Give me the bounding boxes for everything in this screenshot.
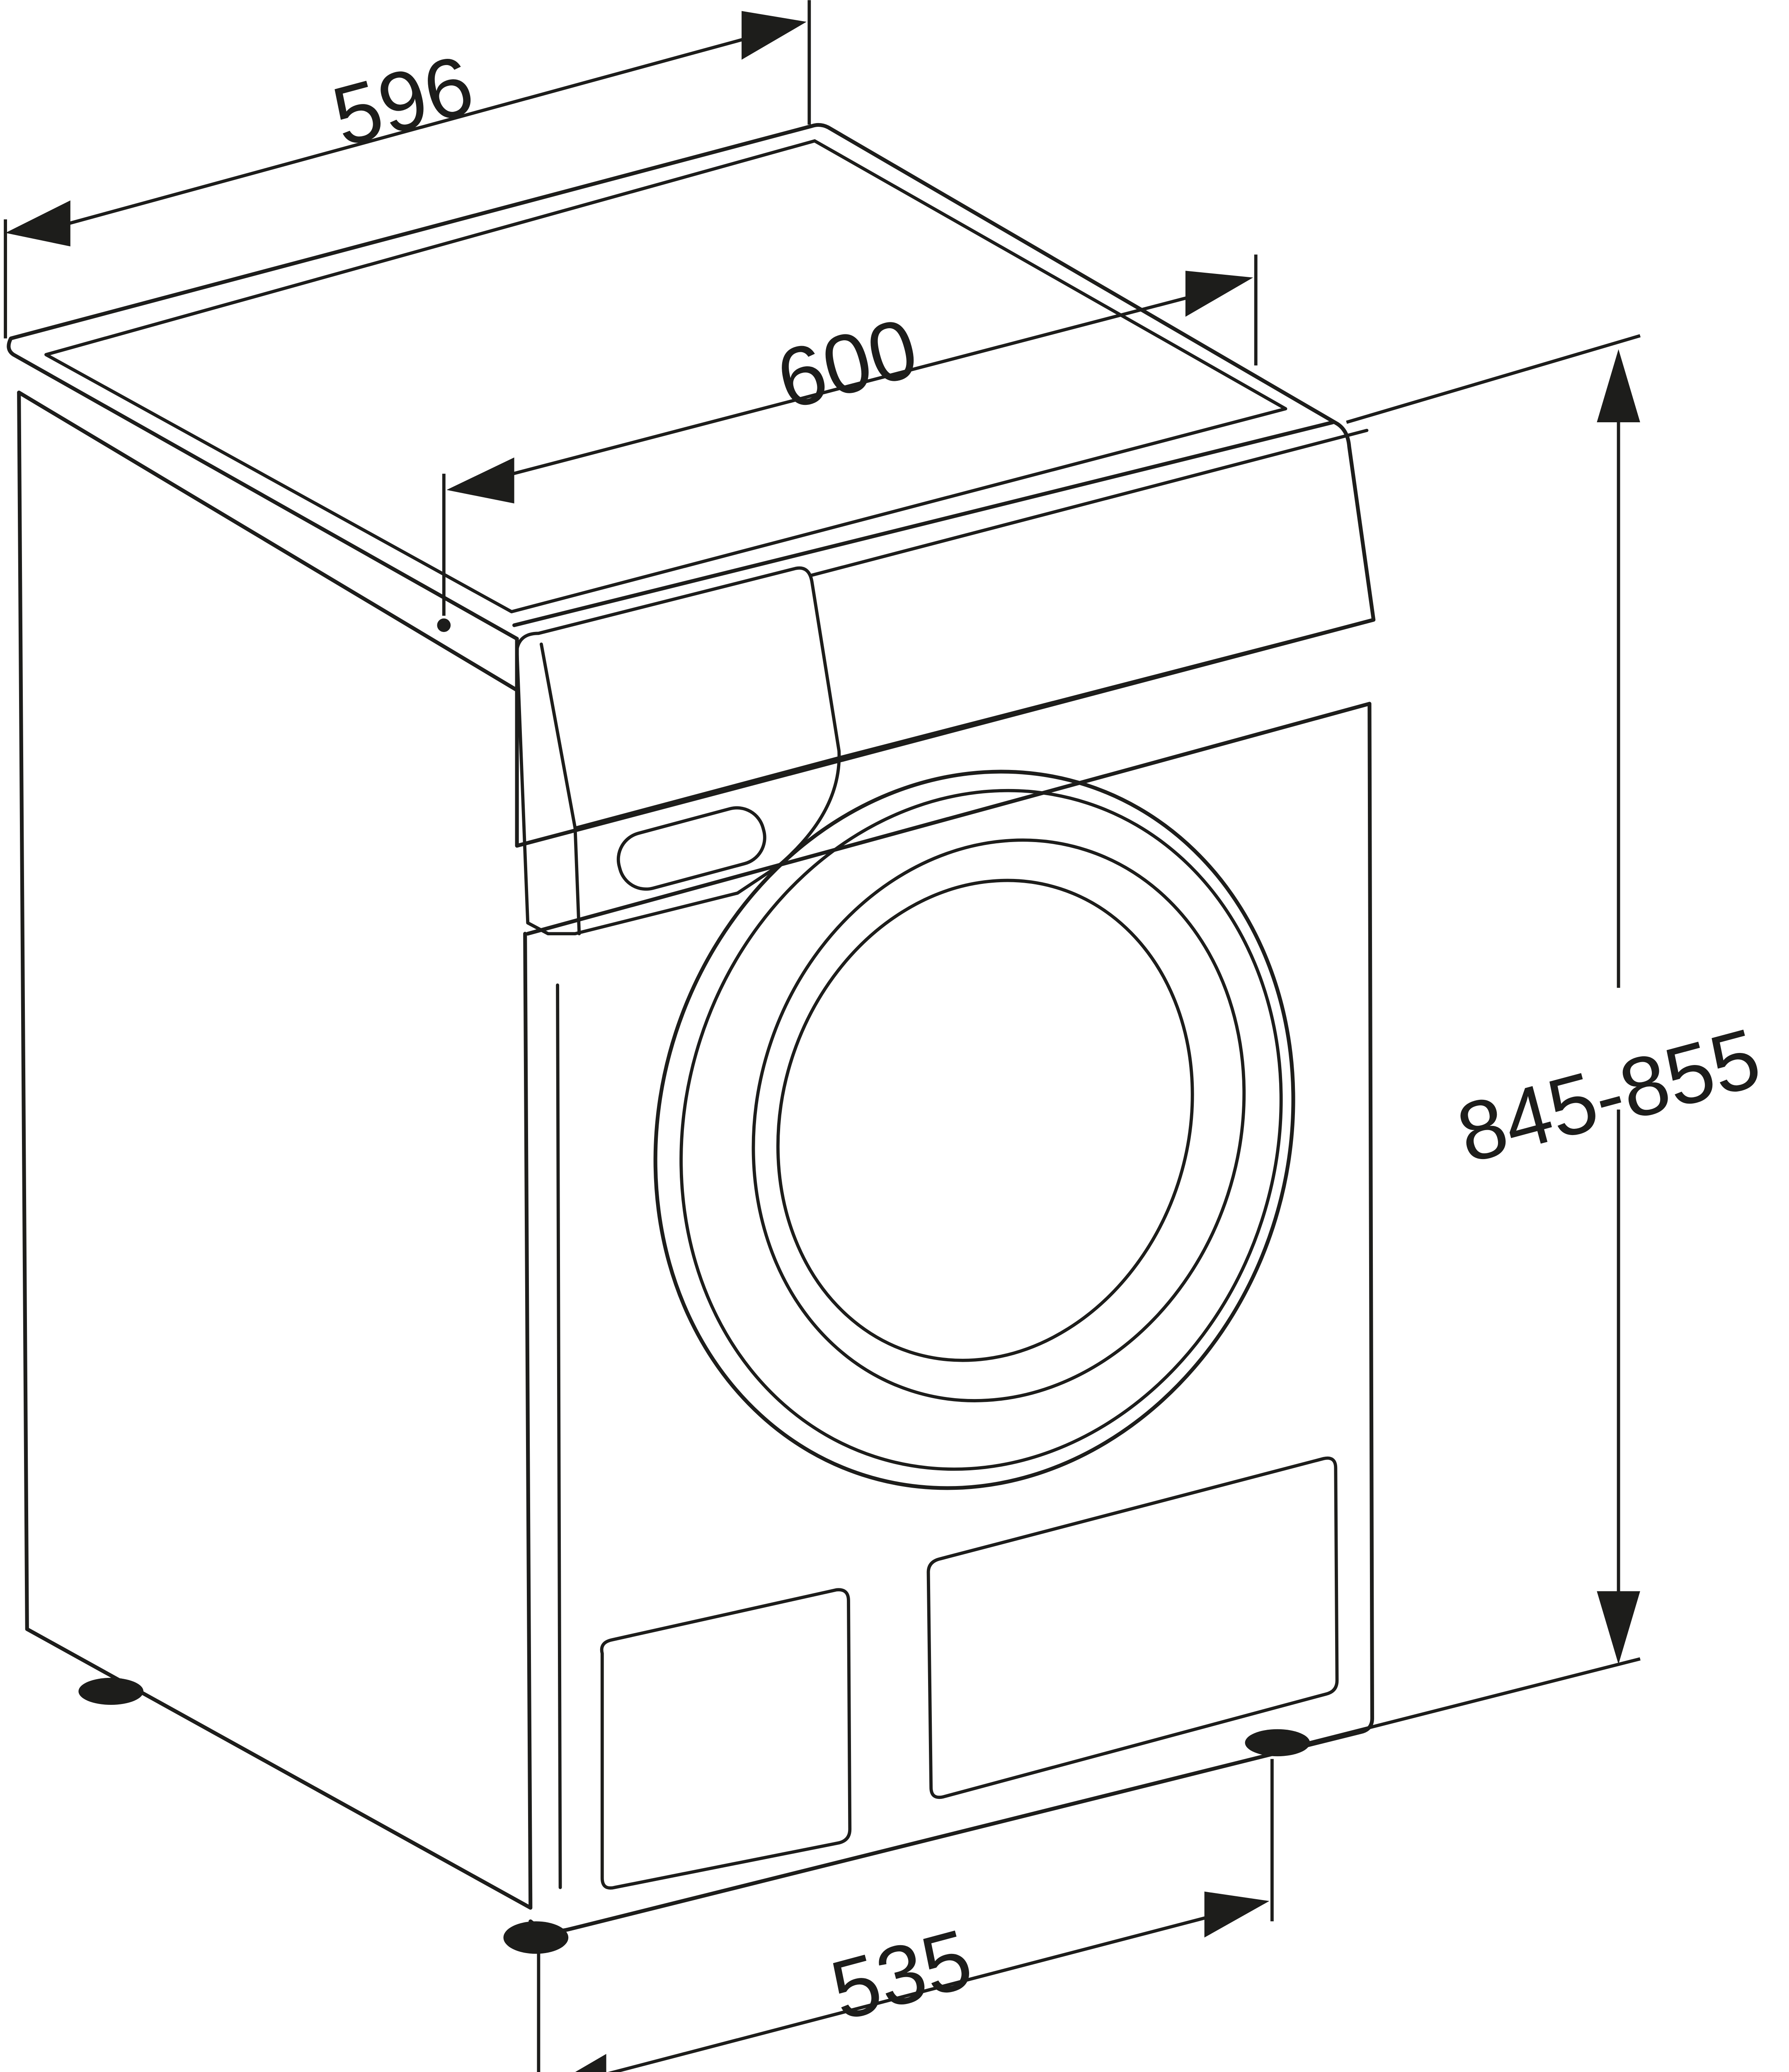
dimension-depth-600: 600: [442, 254, 1258, 616]
foot-right-front: [1245, 1729, 1310, 1757]
dimension-label-845-855: 845-855: [1448, 1010, 1770, 1181]
left-service-panel: [600, 1588, 852, 1890]
dimension-label-596: 596: [323, 37, 483, 164]
door-outer-ring: [653, 770, 1295, 1490]
dimension-label-535: 535: [822, 1911, 981, 2038]
handle-recess: [616, 806, 766, 891]
door-inner-ring: [751, 838, 1246, 1402]
right-service-panel: [926, 1456, 1339, 1799]
dimension-depth-535: 535: [537, 1759, 1274, 2072]
foot-left-rear: [78, 1677, 144, 1705]
foot-left-front: [503, 1921, 569, 1954]
appliance-body: [7, 123, 1376, 1954]
dimension-width-596: 596: [4, 0, 811, 339]
dimension-label-600: 600: [767, 300, 927, 427]
door-glass: [776, 879, 1194, 1362]
